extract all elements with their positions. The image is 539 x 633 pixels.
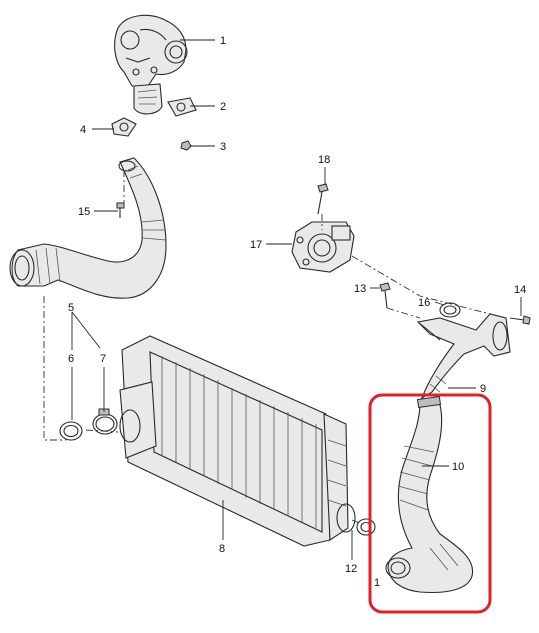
callout-15: 15 [78, 206, 90, 218]
assembly-line-lower [351, 519, 363, 525]
callout-17: 17 [250, 239, 262, 251]
callout-2: 2 [220, 101, 226, 113]
callout-9: 9 [480, 383, 486, 395]
gasket-2 [167, 97, 197, 117]
callout-10: 10 [452, 461, 464, 473]
assembly-line-ring7 [85, 429, 119, 433]
assembly-line-bolt13 [386, 307, 421, 319]
callout-1-top: 1 [220, 35, 226, 47]
gasket-4 [111, 117, 137, 137]
charge-pipe [416, 313, 511, 400]
leader-lines [71, 39, 522, 560]
bolt-13 [379, 282, 391, 309]
upper-charge-hose [9, 157, 167, 299]
callout-4: 4 [80, 124, 86, 136]
callout-5: 5 [68, 302, 74, 314]
o-ring-12 [356, 518, 376, 536]
callout-18: 18 [318, 154, 330, 166]
callout-16: 16 [418, 297, 430, 309]
turbocharger [114, 14, 188, 115]
callout-1-bottom: 1 [374, 577, 380, 589]
intercooler [119, 335, 356, 547]
bolt-18 [317, 183, 329, 215]
callout-13: 13 [354, 283, 366, 295]
callout-14: 14 [514, 284, 526, 296]
nut-3 [180, 140, 192, 151]
assembly-line-left [43, 296, 66, 441]
highlight-box [368, 393, 492, 614]
assembly-line-throttle [321, 214, 507, 319]
throttle-body [291, 221, 355, 273]
callout-12: 12 [345, 563, 357, 575]
bolt-15 [116, 202, 125, 218]
callout-6: 6 [68, 353, 74, 365]
lower-charge-hose [385, 395, 474, 594]
bolt-14 [509, 315, 531, 325]
callout-7: 7 [100, 353, 106, 365]
callout-8: 8 [219, 543, 225, 555]
o-ring-16 [439, 302, 461, 318]
callout-3: 3 [220, 141, 226, 153]
o-ring-6 [59, 421, 83, 441]
